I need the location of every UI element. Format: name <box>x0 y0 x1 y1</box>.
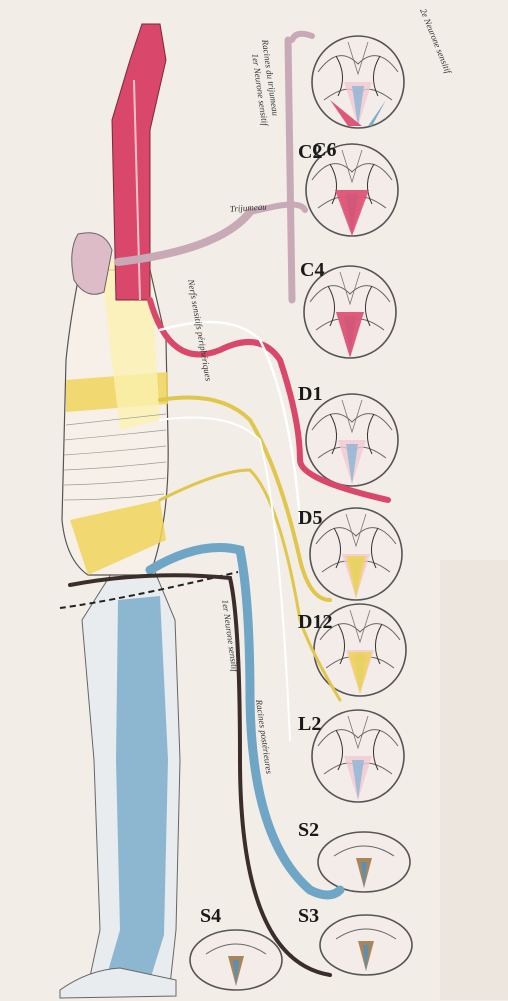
segment-label-s4: S4 <box>200 905 221 927</box>
cross-section-s2 <box>318 832 410 892</box>
segment-label-d1: D1 <box>298 383 322 405</box>
segment-label-l2: L2 <box>298 713 321 735</box>
cross-section-d5 <box>310 508 402 600</box>
segment-label-s3: S3 <box>298 905 319 927</box>
cross-section-c2 <box>312 36 404 128</box>
cross-section-l2 <box>312 710 404 802</box>
segment-label-d5: D5 <box>298 507 322 529</box>
segment-label-c4: C4 <box>300 259 324 281</box>
cross-section-s4 <box>190 930 282 990</box>
segment-label-c6: C6 <box>312 139 336 161</box>
segment-label-s2: S2 <box>298 819 319 841</box>
cross-section-s3 <box>320 915 412 975</box>
segment-label-d12: D12 <box>298 611 332 633</box>
cross-section-d1 <box>306 394 398 486</box>
